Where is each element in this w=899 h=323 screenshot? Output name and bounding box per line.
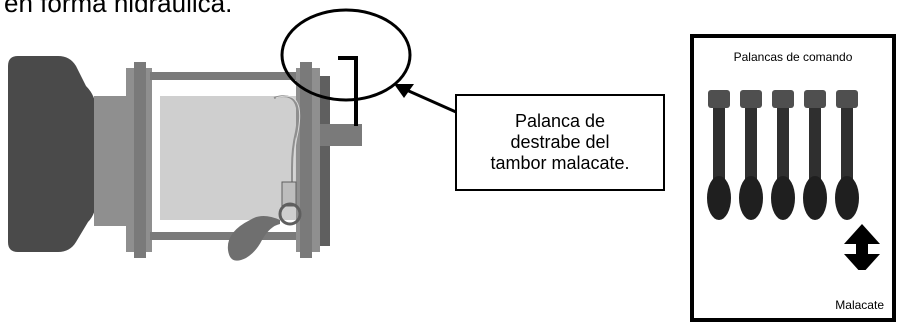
winch-tie-rods (150, 72, 306, 240)
winch-left-flange (126, 62, 152, 258)
highlight-circle (280, 8, 412, 102)
winch-right-flange (296, 62, 330, 258)
control-levers-panel: Palancas de comando (690, 34, 896, 322)
lever-4 (803, 90, 827, 220)
callout-box: Palanca de destrabe del tambor malacate. (455, 94, 665, 191)
motor-housing (8, 56, 130, 252)
winch-hook (227, 181, 302, 261)
up-down-arrow-icon (844, 224, 880, 270)
lever-2 (739, 90, 763, 220)
lever-1 (707, 90, 731, 220)
callout-arrow (394, 84, 457, 114)
panel-title: Palancas de comando (733, 50, 853, 64)
drum-release-lever (320, 56, 362, 146)
lever-3 (771, 90, 795, 220)
panel-bottom-label: Malacate (835, 298, 884, 312)
lever-5 (835, 90, 859, 220)
winch-drum (160, 96, 300, 220)
top-text: en forma hidráulica. (4, 0, 233, 18)
callout-text: Palanca de destrabe del tambor malacate. (490, 111, 630, 173)
control-levers-graphic (707, 90, 880, 270)
winch-cable (273, 95, 299, 184)
